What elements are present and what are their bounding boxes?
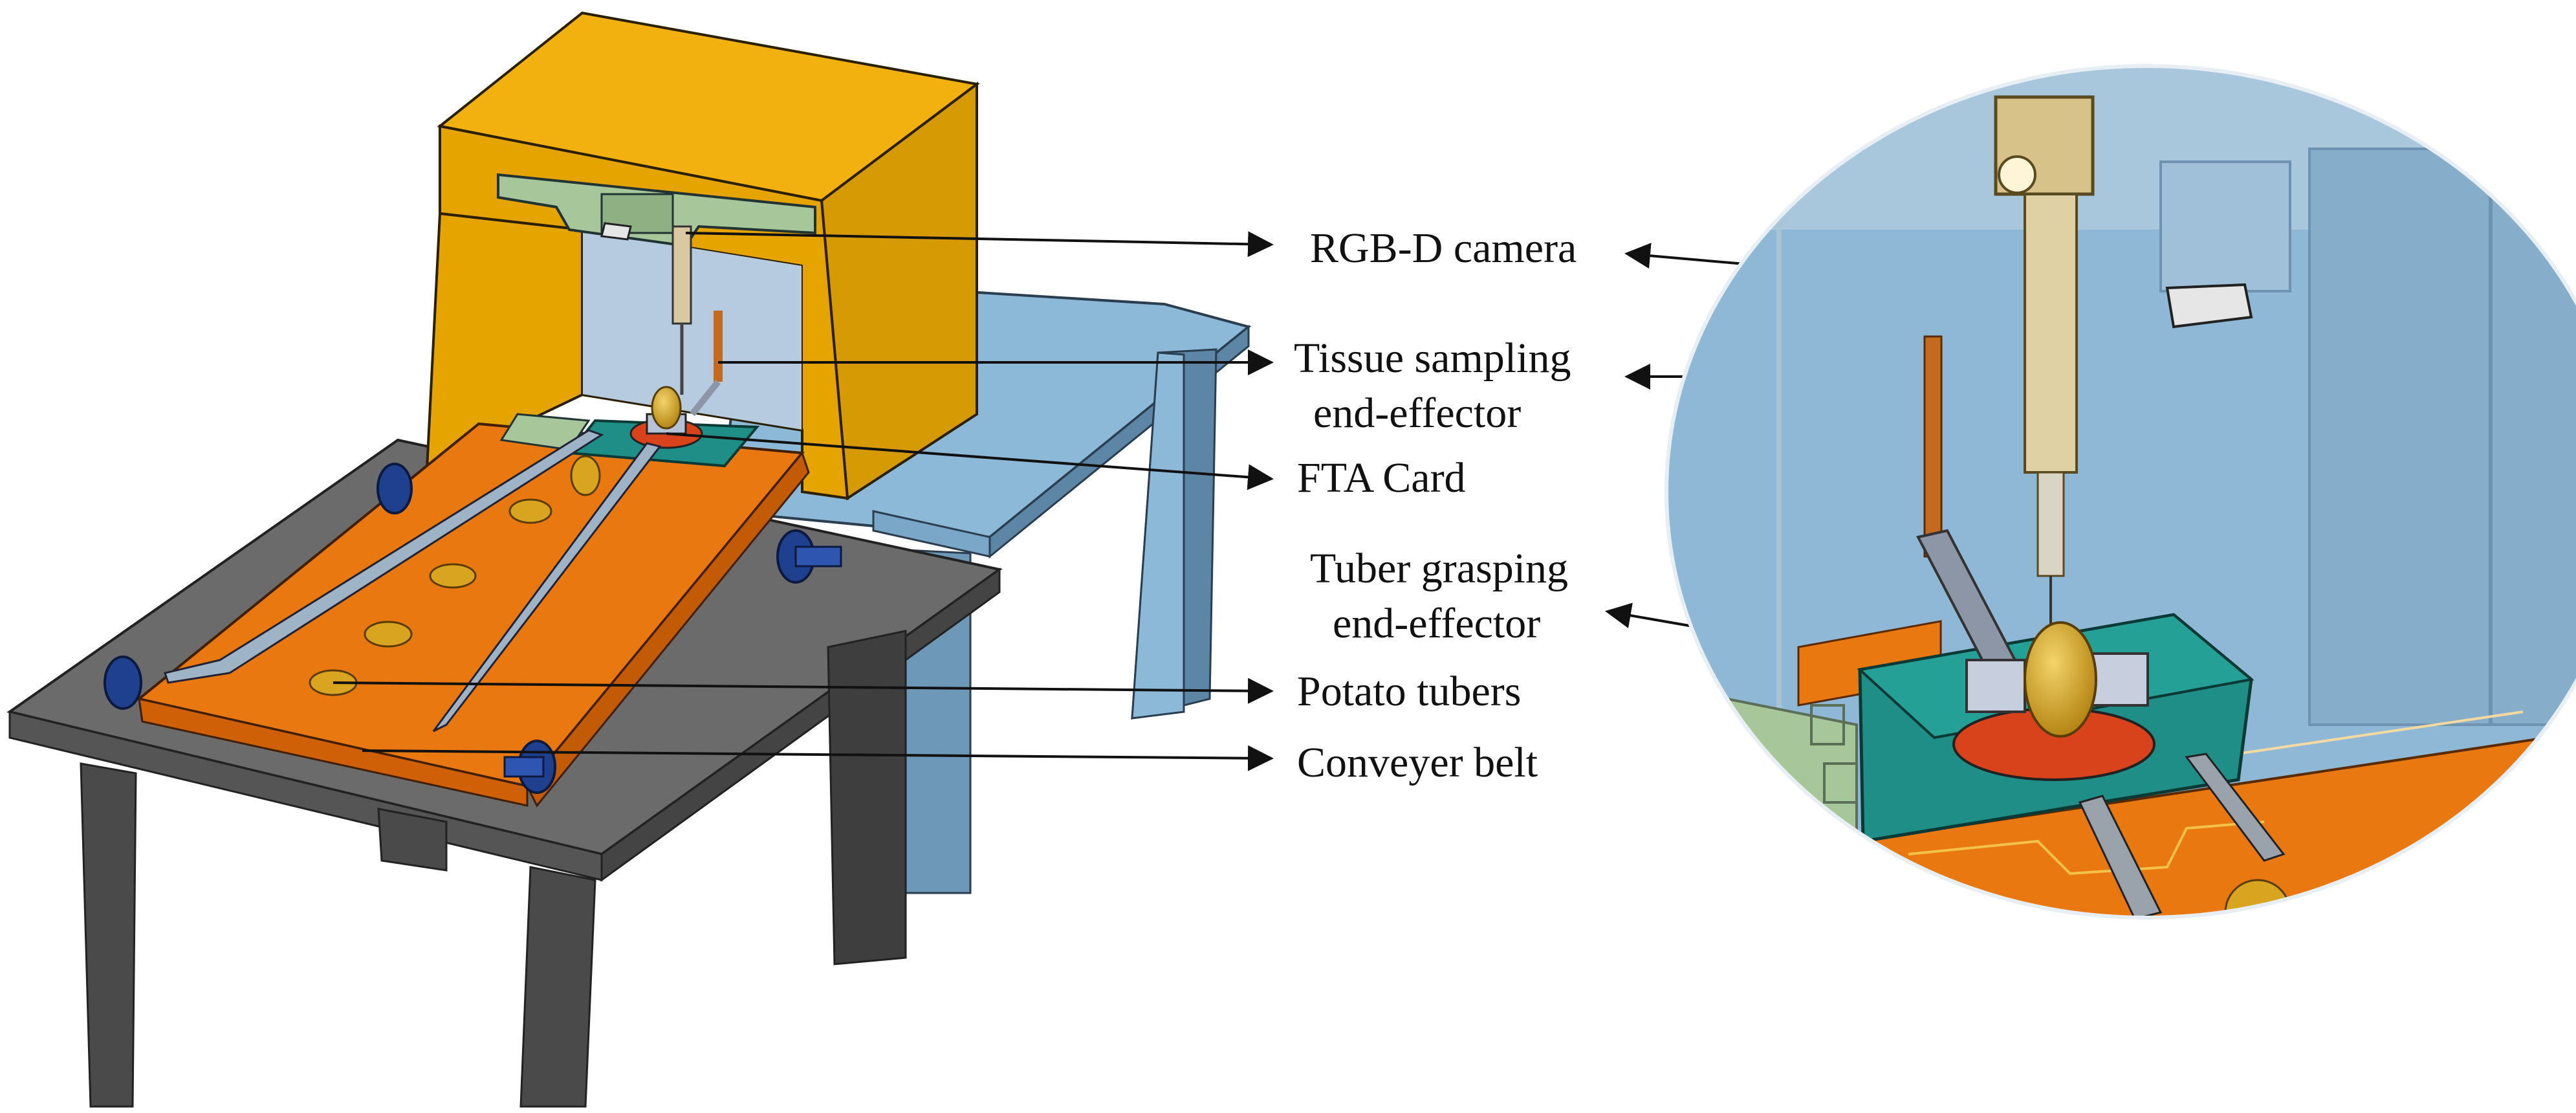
leader-fta bbox=[666, 432, 1274, 490]
zoom-circle-outline bbox=[1665, 64, 2576, 920]
label-tuber-grasping-2: end-effector bbox=[1333, 600, 1540, 647]
conveyor-belt bbox=[136, 311, 810, 808]
label-fta-card: FTA Card bbox=[1297, 454, 1466, 501]
tuber-2 bbox=[508, 498, 552, 524]
potato-tubers bbox=[309, 386, 682, 696]
tuber-1 bbox=[570, 455, 601, 496]
leader-camera bbox=[685, 231, 1274, 258]
label-tissue-sampling-1: Tissue sampling bbox=[1294, 335, 1571, 382]
annotations: RGB-D camera Tissue sampling end-effecto… bbox=[333, 225, 2200, 786]
zoom-detail bbox=[1665, 64, 2576, 920]
tuber-6 bbox=[651, 386, 682, 430]
tuber-4 bbox=[364, 621, 413, 648]
label-conveyer-belt: Conveyer belt bbox=[1297, 739, 1538, 786]
label-tuber-grasping-1: Tuber grasping bbox=[1310, 545, 1568, 592]
tuber-3 bbox=[429, 563, 477, 589]
leader-potato bbox=[333, 678, 1274, 704]
roller-caps bbox=[104, 463, 842, 794]
machine-illustration bbox=[6, 11, 1252, 1108]
leader-conveyer bbox=[362, 745, 1274, 771]
label-potato-tubers: Potato tubers bbox=[1297, 668, 1521, 715]
label-tissue-sampling-2: end-effector bbox=[1313, 390, 1521, 437]
label-rgbd-camera: RGB-D camera bbox=[1310, 225, 1577, 272]
enclosure bbox=[425, 11, 980, 501]
